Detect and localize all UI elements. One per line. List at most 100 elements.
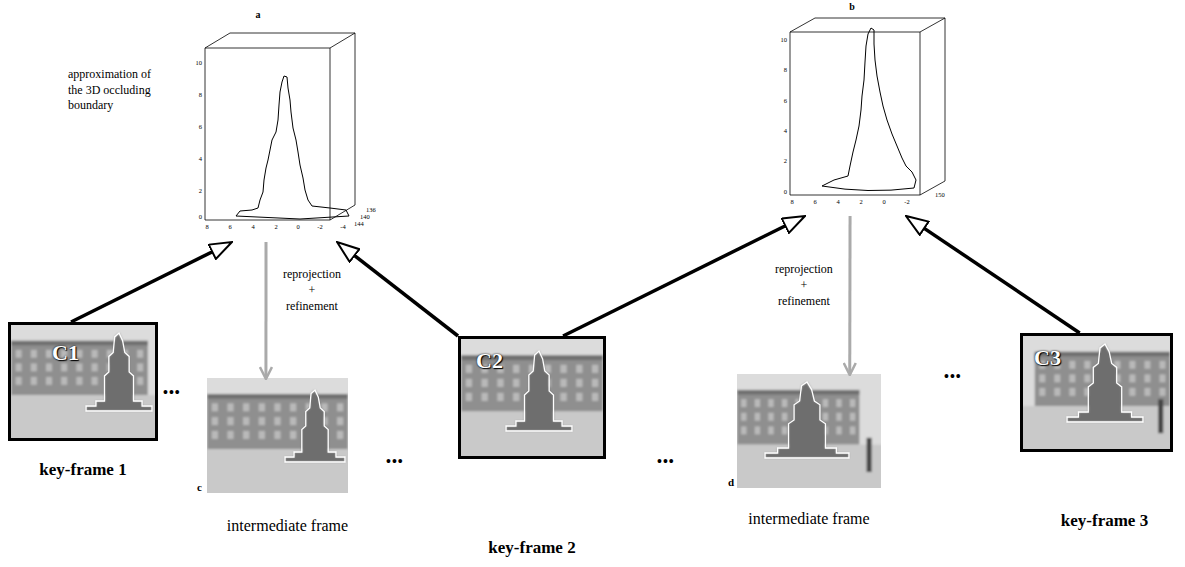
window <box>466 393 472 401</box>
sky <box>207 378 348 493</box>
axis-tick: 8 <box>199 92 202 99</box>
window <box>259 431 265 439</box>
axis-tick: 0 <box>882 199 885 206</box>
photo-scene <box>11 325 155 438</box>
window <box>850 426 855 434</box>
window <box>592 365 598 373</box>
window <box>497 393 503 401</box>
frame-photo <box>207 378 348 493</box>
frame-letter: c <box>197 482 202 493</box>
window <box>16 350 22 358</box>
window <box>337 431 343 439</box>
camera-label: C2 <box>476 350 503 372</box>
axis-tick: 0 <box>784 189 787 196</box>
pedestrian <box>1158 399 1163 433</box>
axis-tick: -2 <box>317 224 322 231</box>
reconstruction-arrow <box>914 222 1079 333</box>
window <box>836 399 841 407</box>
window <box>1129 361 1135 369</box>
window <box>560 379 566 387</box>
axis-tick: -4 <box>340 224 345 231</box>
window <box>46 363 52 371</box>
axis-tick: 4 <box>251 224 254 231</box>
window <box>1069 374 1075 382</box>
axis-tick: 0 <box>296 224 299 231</box>
statue <box>86 333 152 411</box>
window <box>1159 374 1165 382</box>
occluding-boundary-curve <box>822 28 916 191</box>
window <box>92 350 98 358</box>
axis-tick: 140 <box>360 214 370 221</box>
reconstruction-arrow <box>345 248 458 336</box>
window <box>576 393 582 401</box>
statue-outline <box>86 333 152 411</box>
window <box>768 413 773 421</box>
statue <box>285 390 345 462</box>
window <box>46 350 52 358</box>
window <box>836 413 841 421</box>
window <box>1039 388 1045 396</box>
window <box>274 431 280 439</box>
axis-tick: 6 <box>228 224 231 231</box>
window <box>31 377 37 385</box>
window <box>1069 361 1075 369</box>
reconstruction-arrow <box>563 220 796 336</box>
axis-tick: 0 <box>199 214 202 221</box>
window <box>137 350 143 358</box>
window <box>290 417 296 425</box>
edge-label: reprojection + refinement <box>764 261 844 310</box>
axis-tick: 2 <box>199 188 202 195</box>
statue <box>506 351 572 431</box>
window <box>46 377 52 385</box>
plot-box: a <box>192 26 378 242</box>
window <box>513 365 519 373</box>
photo-scene <box>1023 336 1170 449</box>
window <box>576 365 582 373</box>
window <box>290 431 296 439</box>
window <box>1084 374 1090 382</box>
frame-caption: key-frame 2 <box>488 539 575 556</box>
window <box>1129 374 1135 382</box>
axis-tick: 2 <box>859 199 862 206</box>
photo-scene <box>207 378 348 493</box>
axis-tick: 2 <box>784 158 787 165</box>
ellipsis: ••• <box>657 455 675 469</box>
window <box>1144 374 1150 382</box>
axis-tick: 136 <box>366 207 376 214</box>
axis-tick: 8 <box>790 199 793 206</box>
window <box>1159 388 1165 396</box>
axis-tick: 6 <box>199 124 202 131</box>
window <box>497 379 503 387</box>
frame-photo <box>11 325 155 438</box>
roof-line <box>737 390 859 395</box>
window <box>1039 374 1045 382</box>
axis-tick: 4 <box>199 156 202 163</box>
window <box>16 377 22 385</box>
axis-tick: 150 <box>935 192 945 199</box>
edge-label: reprojection + refinement <box>272 266 352 315</box>
plot-cube <box>790 18 945 195</box>
window <box>1159 361 1165 369</box>
window <box>290 403 296 411</box>
window <box>1054 388 1060 396</box>
window <box>1069 388 1075 396</box>
axis-tick: 144 <box>354 221 364 228</box>
plot-box: b <box>776 10 954 216</box>
statue <box>765 382 849 458</box>
window <box>337 417 343 425</box>
photo-scene <box>461 339 603 456</box>
frame-caption: key-frame 1 <box>39 461 126 478</box>
plot-cube <box>205 33 355 220</box>
camera-label: C1 <box>52 342 79 364</box>
window <box>92 377 98 385</box>
note-text: approximation of the 3D occluding bounda… <box>68 67 158 114</box>
window <box>61 377 67 385</box>
window <box>243 431 249 439</box>
window <box>227 403 233 411</box>
intermediate-frame-image: cintermediate frame <box>207 378 348 493</box>
reprojection-arrow <box>264 242 267 378</box>
window <box>16 363 22 371</box>
frame-photo <box>461 339 603 456</box>
window <box>592 393 598 401</box>
window <box>850 399 855 407</box>
